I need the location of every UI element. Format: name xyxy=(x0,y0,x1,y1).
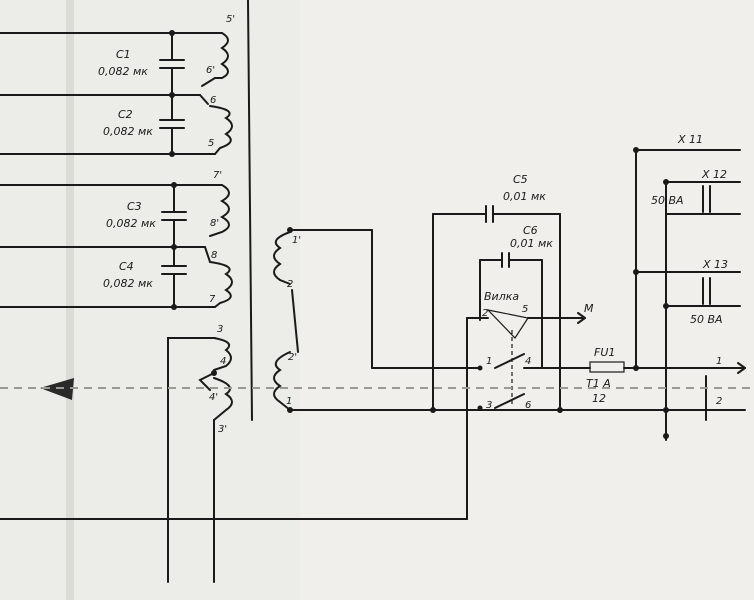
winding-group-middle xyxy=(0,182,233,310)
paper-fold xyxy=(66,0,74,600)
label-switch-name: Вилка xyxy=(484,290,519,303)
label-switch-output: M xyxy=(584,302,594,315)
label-c6-name: C6 xyxy=(523,224,538,237)
pin-s4: 4 xyxy=(525,356,531,367)
label-c2-name: C2 xyxy=(118,108,133,121)
pin-4: 4 xyxy=(220,356,226,367)
label-50va-upper: 50 ВА xyxy=(651,194,684,207)
pin-7: 7 xyxy=(209,294,216,305)
pin-7-prime: 7' xyxy=(213,170,222,181)
label-c2-value: 0,082 мк xyxy=(103,125,153,138)
pin-t2-prime: 2' xyxy=(288,352,297,363)
label-fuse-name: FU1 xyxy=(594,346,615,359)
pin-out-2: 2 xyxy=(716,396,722,407)
winding-group-lower xyxy=(0,317,468,583)
pin-5-prime: 5' xyxy=(226,14,235,25)
pin-s1: 1 xyxy=(486,356,492,367)
label-fuse-rating: 12 xyxy=(592,392,606,405)
pin-5: 5 xyxy=(208,138,214,149)
coil-5-6-upper xyxy=(214,32,229,79)
label-c1-name: C1 xyxy=(116,48,131,61)
label-x12: X 12 xyxy=(701,168,727,181)
label-c5-name: C5 xyxy=(513,173,528,186)
coil-7-8-upper xyxy=(209,184,230,237)
pin-6: 6 xyxy=(210,95,216,106)
label-c5-value: 0,01 мк xyxy=(503,190,546,203)
pin-s6: 6 xyxy=(525,400,531,411)
pin-t1-prime: 1' xyxy=(292,235,301,246)
pin-3: 3 xyxy=(217,324,223,335)
filter-capacitors xyxy=(430,205,563,413)
coil-6-5-lower xyxy=(209,105,233,155)
label-c4-name: C4 xyxy=(119,260,134,273)
fuse-fu1 xyxy=(589,361,746,374)
pin-s3: 3 xyxy=(486,400,492,411)
coil-3-4-upper xyxy=(213,337,232,371)
label-c6-value: 0,01 мк xyxy=(510,237,553,250)
pin-t1: 1 xyxy=(286,396,292,407)
pin-s5: 5 xyxy=(522,304,528,315)
pin-4-prime: 4' xyxy=(209,392,218,403)
pin-out-1: 1 xyxy=(716,356,722,367)
label-c4-value: 0,082 мк xyxy=(103,277,153,290)
label-x13: X 13 xyxy=(702,258,728,271)
transformer-primary-winding xyxy=(273,227,746,413)
label-c1-value: 0,082 мк xyxy=(98,65,148,78)
pin-8-prime: 8' xyxy=(210,218,219,229)
label-x11: X 11 xyxy=(677,133,703,146)
label-50va-lower: 50 ВА xyxy=(690,313,723,326)
left-panel-border xyxy=(247,0,253,421)
pin-s2: 2 xyxy=(482,308,488,319)
label-c3-value: 0,082 мк xyxy=(106,217,156,230)
label-c3-name: C3 xyxy=(127,200,142,213)
label-fuse-value: Т1 А xyxy=(586,377,611,390)
winding-group-upper xyxy=(0,30,233,157)
coil-4-3-lower xyxy=(213,377,233,421)
coil-8-7-lower xyxy=(204,246,233,308)
plug-switch xyxy=(466,309,591,411)
paper-bright-area xyxy=(300,0,754,600)
connector-block-x11 xyxy=(633,147,741,441)
pin-t2: 2 xyxy=(287,279,293,290)
pin-6-prime: 6' xyxy=(206,65,215,76)
pin-8: 8 xyxy=(211,250,217,261)
pin-3-prime: 3' xyxy=(218,424,227,435)
